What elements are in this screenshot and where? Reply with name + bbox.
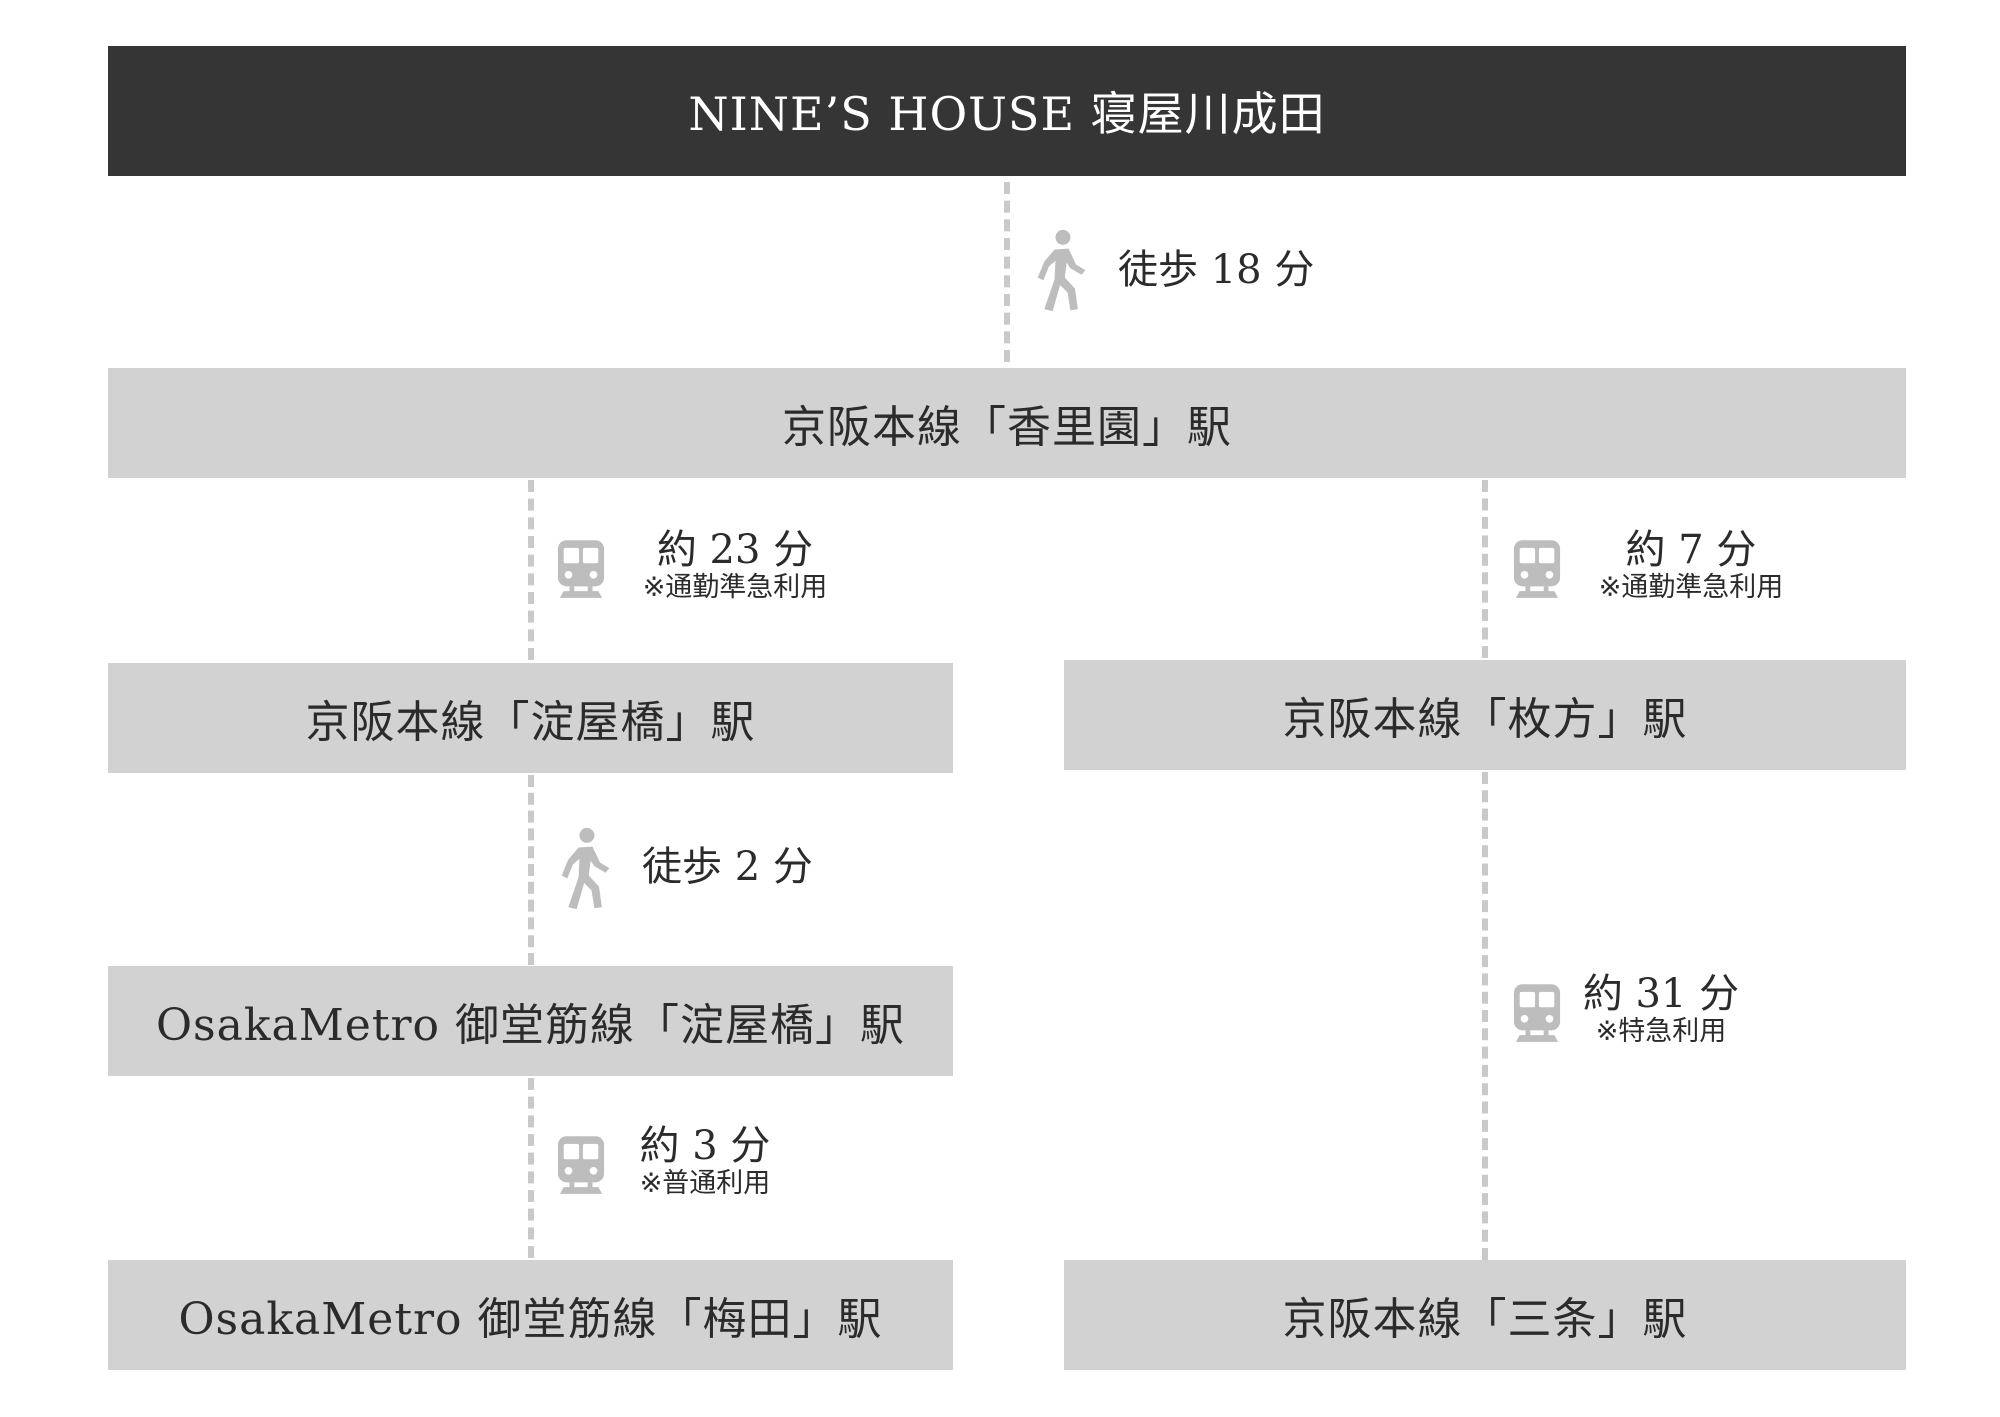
destination-title: NINE’S HOUSE 寝屋川成田 bbox=[688, 87, 1326, 141]
station-label: OsakaMetro 御堂筋線「淀屋橋」駅 bbox=[155, 1000, 906, 1051]
station-hirakata: 京阪本線「枚方」駅 bbox=[1064, 660, 1906, 770]
route-note: ※特急利用 bbox=[1595, 1016, 1727, 1047]
station-label: OsakaMetro 御堂筋線「梅田」駅 bbox=[178, 1294, 883, 1345]
connector-train-sanjo bbox=[1482, 772, 1488, 1260]
route-walk-metro: 徒歩 2 分 bbox=[642, 845, 813, 889]
station-yodoyabashi-metro: OsakaMetro 御堂筋線「淀屋橋」駅 bbox=[108, 966, 953, 1076]
route-note: ※通勤準急利用 bbox=[1598, 572, 1784, 603]
route-time: 約 7 分 bbox=[1625, 527, 1757, 573]
station-label: 京阪本線「淀屋橋」駅 bbox=[305, 697, 756, 748]
route-train-hirakata: 約 7 分 ※通勤準急利用 bbox=[1576, 528, 1806, 604]
route-train-sanjo: 約 31 分 ※特急利用 bbox=[1576, 972, 1746, 1048]
route-note: ※普通利用 bbox=[639, 1168, 771, 1199]
destination-title-box: NINE’S HOUSE 寝屋川成田 bbox=[108, 46, 1906, 176]
station-yodoyabashi-keihan: 京阪本線「淀屋橋」駅 bbox=[108, 663, 953, 773]
train-icon bbox=[1512, 982, 1562, 1046]
route-train-umeda: 約 3 分 ※普通利用 bbox=[620, 1124, 790, 1200]
station-korien: 京阪本線「香里園」駅 bbox=[108, 368, 1906, 478]
connector-walk-metro bbox=[528, 775, 534, 965]
connector-walk-korien bbox=[1004, 182, 1010, 362]
train-icon bbox=[1512, 538, 1562, 602]
train-icon bbox=[556, 1134, 606, 1198]
station-label: 京阪本線「三条」駅 bbox=[1282, 1294, 1688, 1345]
station-umeda-metro: OsakaMetro 御堂筋線「梅田」駅 bbox=[108, 1260, 953, 1370]
route-train-yodoyabashi: 約 23 分 ※通勤準急利用 bbox=[620, 528, 850, 604]
train-icon bbox=[556, 538, 606, 602]
route-time: 徒歩 18 分 bbox=[1118, 247, 1315, 293]
route-time: 約 31 分 bbox=[1582, 971, 1740, 1017]
connector-train-yodoyabashi bbox=[528, 480, 534, 660]
walking-person-icon bbox=[1034, 228, 1090, 314]
connector-train-umeda bbox=[528, 1078, 534, 1258]
station-label: 京阪本線「香里園」駅 bbox=[782, 402, 1232, 453]
route-time: 約 23 分 bbox=[656, 527, 814, 573]
station-label: 京阪本線「枚方」駅 bbox=[1282, 694, 1688, 745]
route-walk-korien: 徒歩 18 分 bbox=[1118, 248, 1314, 292]
walking-person-icon bbox=[558, 826, 614, 912]
route-time: 徒歩 2 分 bbox=[642, 844, 813, 890]
route-note: ※通勤準急利用 bbox=[642, 572, 828, 603]
connector-train-hirakata bbox=[1482, 480, 1488, 658]
station-sanjo: 京阪本線「三条」駅 bbox=[1064, 1260, 1906, 1370]
route-time: 約 3 分 bbox=[639, 1123, 771, 1169]
